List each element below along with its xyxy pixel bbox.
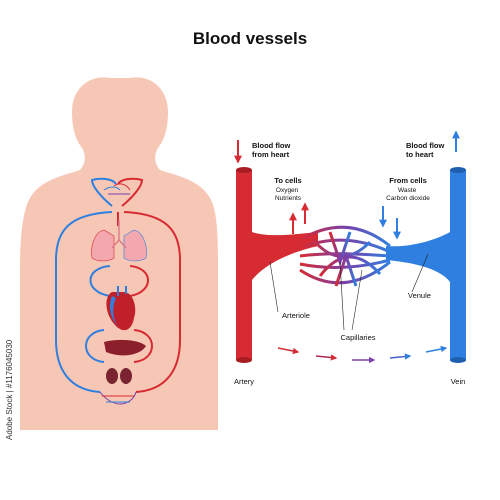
vein-vessel	[386, 167, 466, 363]
bottom-flow-arrows	[277, 345, 448, 364]
body-circulation-network	[55, 177, 181, 393]
heart-icon	[106, 286, 136, 331]
kidneys-icon	[106, 368, 132, 384]
label-from-cells: From cells	[389, 176, 427, 185]
diagram-title: Blood vessels	[193, 29, 307, 48]
label-capillaries: Capillaries	[340, 333, 375, 342]
label-venule: Venule	[408, 291, 431, 300]
label-blood-flow-to-heart: Blood flow to heart	[406, 141, 446, 159]
stock-id-side-text: Adobe Stock | #1176045030	[5, 339, 14, 440]
head-capillaries	[103, 183, 131, 195]
label-from-cells-items: Waste Carbon dioxide	[386, 187, 430, 202]
lungs-icon	[91, 220, 147, 262]
capillary-network	[299, 225, 391, 287]
label-to-cells-items: Oxygen Nutrients	[275, 187, 302, 202]
artery-vessel	[236, 167, 318, 363]
label-artery: Artery	[234, 377, 254, 386]
liver-icon	[104, 339, 146, 356]
lower-body-capillaries	[99, 391, 137, 405]
label-to-cells: To cells	[274, 176, 301, 185]
watermark: Adobe Stock	[150, 462, 202, 472]
human-body-silhouette	[20, 77, 218, 430]
label-blood-flow-from-heart: Blood flow from heart	[252, 141, 292, 159]
label-vein: Vein	[451, 377, 466, 386]
leader-lines	[269, 253, 429, 331]
label-arteriole: Arteriole	[282, 311, 310, 320]
